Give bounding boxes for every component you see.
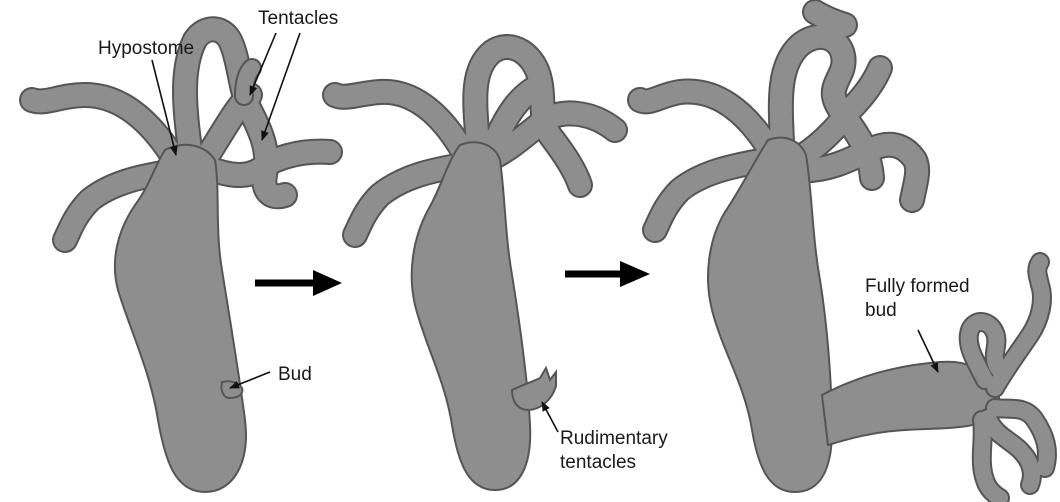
rudimentary-pointer bbox=[542, 402, 558, 432]
rudimentary-label-line2: tentacles bbox=[560, 452, 636, 473]
fully-formed-label-line2: bud bbox=[865, 300, 897, 321]
hydra-stage-1 bbox=[32, 29, 330, 492]
stage-2-body bbox=[412, 142, 531, 490]
tentacles-label: Tentacles bbox=[258, 8, 338, 29]
hypostome-label: Hypostome bbox=[98, 38, 194, 59]
tentacles-pointer-2 bbox=[262, 33, 300, 140]
fully-formed-label-line1: Fully formed bbox=[865, 276, 970, 297]
hydra-stage-3 bbox=[640, 12, 1047, 498]
rudimentary-label-line1: Rudimentary bbox=[560, 428, 668, 449]
hydra-stage-2 bbox=[335, 47, 615, 490]
stage-arrow-1 bbox=[255, 270, 342, 296]
stage-arrow-2 bbox=[565, 261, 650, 287]
stage-3-body bbox=[708, 138, 832, 492]
bud-label: Bud bbox=[278, 364, 312, 385]
stage-3-bud-tentacles bbox=[969, 262, 1047, 498]
stage-1-body bbox=[115, 145, 246, 492]
